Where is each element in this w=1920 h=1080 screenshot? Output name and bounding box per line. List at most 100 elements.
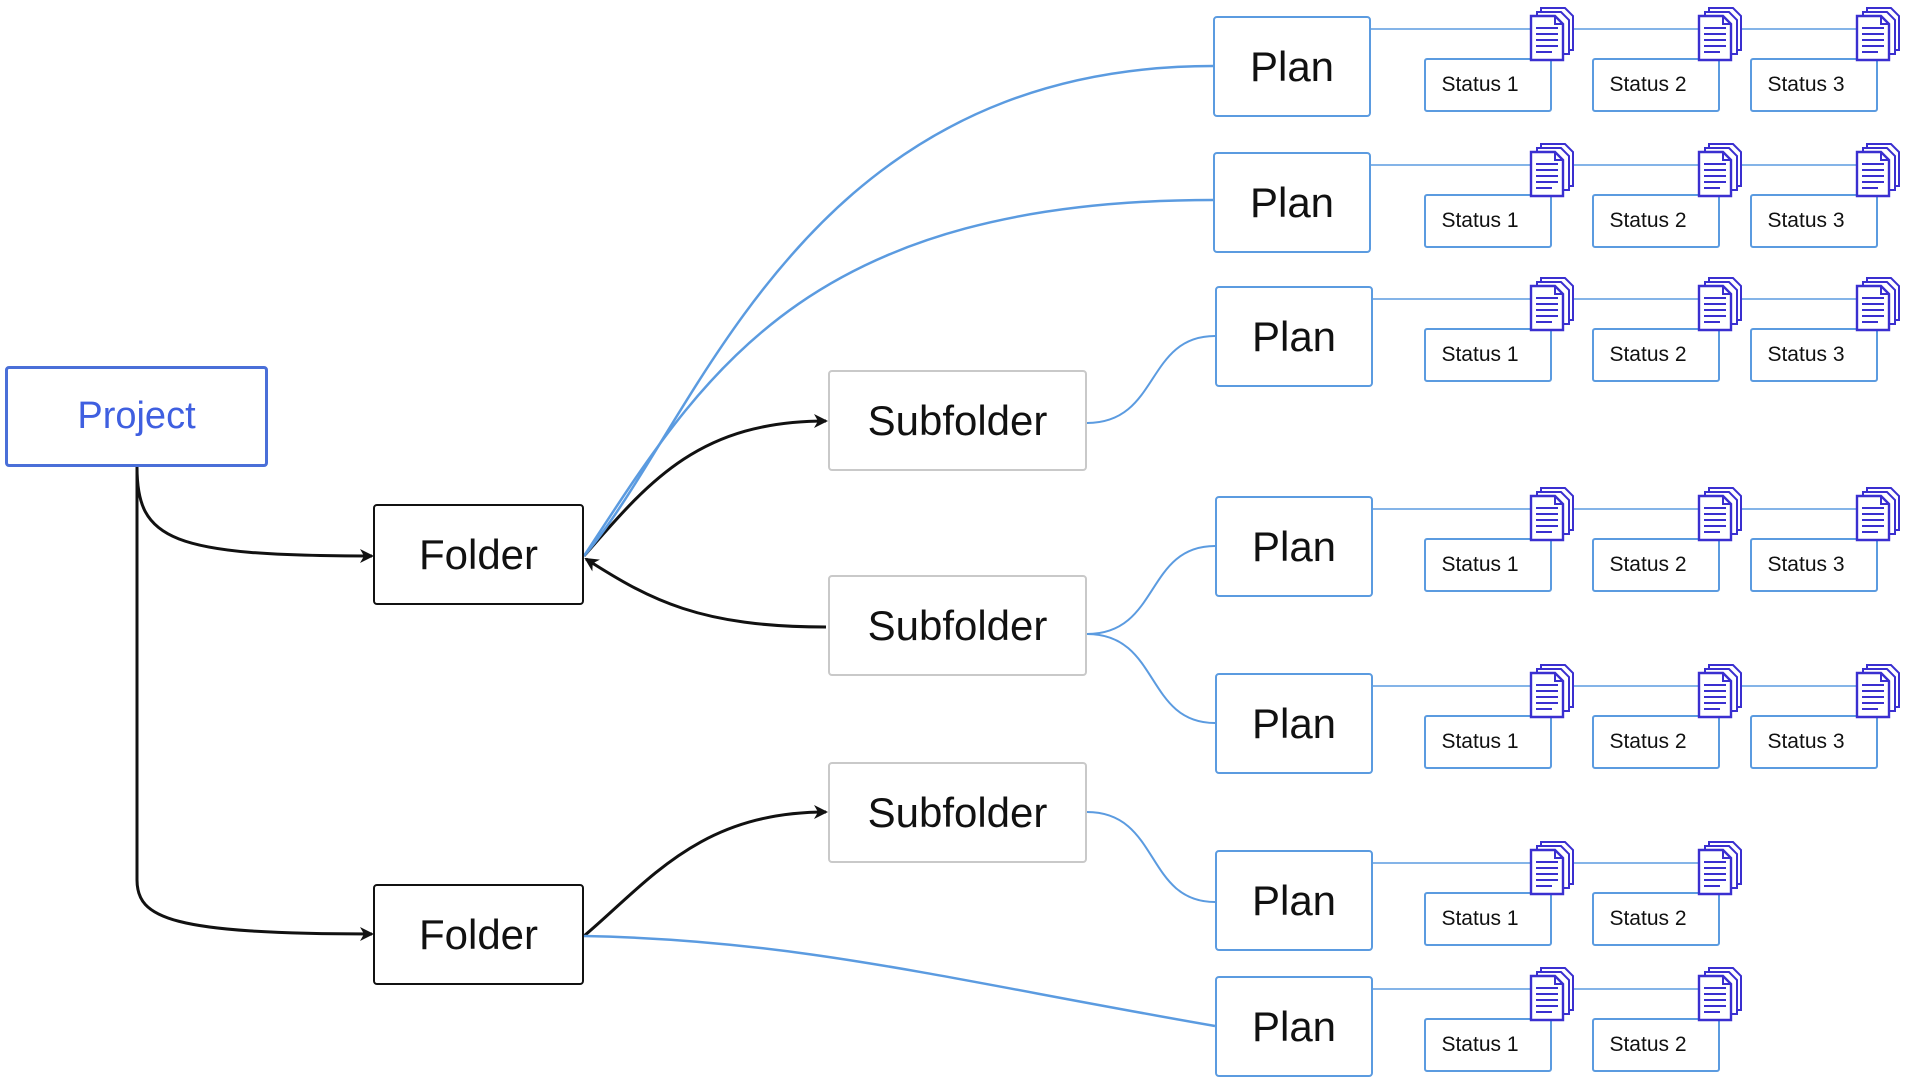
subfolder-node-1[interactable]: Subfolder xyxy=(828,370,1087,471)
status-box[interactable]: Status 2 xyxy=(1592,328,1720,382)
plan-node-1[interactable]: Plan xyxy=(1213,16,1371,117)
status-box[interactable]: Status 3 xyxy=(1750,538,1878,592)
document-stack-icon xyxy=(1529,277,1574,332)
document-stack-icon xyxy=(1697,487,1742,542)
plan-node-2[interactable]: Plan xyxy=(1213,152,1371,253)
document-stack-icon xyxy=(1855,7,1900,62)
plan-label: Plan xyxy=(1251,312,1337,360)
folder-node-1[interactable]: Folder xyxy=(373,504,584,605)
folder-to-plan-2-connector xyxy=(582,198,1214,557)
folder-node-2[interactable]: Folder xyxy=(373,884,584,985)
plan-label: Plan xyxy=(1249,178,1335,226)
status-label: Status 2 xyxy=(1609,1033,1687,1056)
plan-label: Plan xyxy=(1249,42,1335,90)
document-stack-icon xyxy=(1697,277,1742,332)
plan-label: Plan xyxy=(1251,1002,1337,1050)
status-label: Status 3 xyxy=(1767,209,1845,232)
subfolder-2-to-folder-arrow xyxy=(584,557,827,629)
subfolder-3-to-plan-6-connector xyxy=(1086,811,1216,903)
plan-node-3[interactable]: Plan xyxy=(1215,286,1373,387)
plan-label: Plan xyxy=(1251,522,1337,570)
subfolder-label: Subfolder xyxy=(867,601,1048,649)
plan-label: Plan xyxy=(1251,876,1337,924)
status-box[interactable]: Status 1 xyxy=(1424,328,1552,382)
plan-node-6[interactable]: Plan xyxy=(1215,850,1373,951)
document-stack-icon xyxy=(1697,664,1742,719)
subfolder-label: Subfolder xyxy=(867,788,1048,836)
plan-label: Plan xyxy=(1251,699,1337,747)
status-box[interactable]: Status 2 xyxy=(1592,1018,1720,1072)
folder-label: Folder xyxy=(418,530,539,578)
document-stack-icon xyxy=(1529,487,1574,542)
status-label: Status 1 xyxy=(1441,73,1519,96)
plan-status-connector xyxy=(1373,508,1865,520)
project-node[interactable]: Project xyxy=(5,366,268,467)
status-label: Status 2 xyxy=(1609,73,1687,96)
status-box[interactable]: Status 2 xyxy=(1592,715,1720,769)
folder-to-plan-1-connector xyxy=(583,64,1214,557)
status-label: Status 1 xyxy=(1441,730,1519,753)
plan-status-connector xyxy=(1371,164,1865,176)
folder-to-subfolder-3-arrow xyxy=(583,805,828,938)
document-stack-icon xyxy=(1529,143,1574,198)
document-stack-icon xyxy=(1855,487,1900,542)
status-box[interactable]: Status 2 xyxy=(1592,194,1720,248)
plan-status-connector xyxy=(1373,685,1865,697)
document-stack-icon xyxy=(1529,967,1574,1022)
status-box[interactable]: Status 1 xyxy=(1424,1018,1552,1072)
status-label: Status 2 xyxy=(1609,209,1687,232)
plan-node-7[interactable]: Plan xyxy=(1215,976,1373,1077)
document-stack-icon xyxy=(1529,7,1574,62)
status-box[interactable]: Status 1 xyxy=(1424,715,1552,769)
status-box[interactable]: Status 3 xyxy=(1750,328,1878,382)
plan-status-connector xyxy=(1371,28,1865,40)
plan-node-5[interactable]: Plan xyxy=(1215,673,1373,774)
document-stack-icon xyxy=(1855,277,1900,332)
document-stack-icon xyxy=(1697,143,1742,198)
subfolder-2-to-plan-5-connector xyxy=(1086,633,1216,724)
status-box[interactable]: Status 1 xyxy=(1424,194,1552,248)
status-label: Status 2 xyxy=(1609,730,1687,753)
folder-to-subfolder-1-arrow xyxy=(582,414,828,557)
subfolder-node-2[interactable]: Subfolder xyxy=(828,575,1087,676)
status-box[interactable]: Status 3 xyxy=(1750,194,1878,248)
status-label: Status 2 xyxy=(1609,553,1687,576)
status-label: Status 2 xyxy=(1609,907,1687,930)
status-label: Status 2 xyxy=(1609,343,1687,366)
subfolder-node-3[interactable]: Subfolder xyxy=(828,762,1087,863)
status-box[interactable]: Status 3 xyxy=(1750,715,1878,769)
status-box[interactable]: Status 1 xyxy=(1424,538,1552,592)
status-label: Status 1 xyxy=(1441,907,1519,930)
status-label: Status 3 xyxy=(1767,73,1845,96)
plan-node-4[interactable]: Plan xyxy=(1215,496,1373,597)
project-label: Project xyxy=(77,395,196,437)
status-box[interactable]: Status 1 xyxy=(1424,892,1552,946)
document-stack-icon xyxy=(1697,7,1742,62)
document-stack-icon xyxy=(1697,967,1742,1022)
status-label: Status 3 xyxy=(1767,343,1845,366)
subfolder-2-to-plan-4-connector xyxy=(1086,545,1216,635)
status-box[interactable]: Status 3 xyxy=(1750,58,1878,112)
subfolder-1-to-plan-3-connector xyxy=(1086,335,1216,424)
folder-label: Folder xyxy=(418,910,539,958)
status-label: Status 1 xyxy=(1441,343,1519,366)
document-stack-icon xyxy=(1529,841,1574,896)
folder-to-plan-7-connector xyxy=(583,934,1216,1028)
status-label: Status 1 xyxy=(1441,1033,1519,1056)
status-box[interactable]: Status 1 xyxy=(1424,58,1552,112)
status-box[interactable]: Status 2 xyxy=(1592,538,1720,592)
status-label: Status 1 xyxy=(1441,209,1519,232)
document-stack-icon xyxy=(1529,664,1574,719)
status-box[interactable]: Status 2 xyxy=(1592,892,1720,946)
document-stack-icon xyxy=(1855,143,1900,198)
document-stack-icon xyxy=(1855,664,1900,719)
plan-status-connector xyxy=(1373,298,1865,310)
status-label: Status 1 xyxy=(1441,553,1519,576)
status-label: Status 3 xyxy=(1767,553,1845,576)
document-stack-icon xyxy=(1697,841,1742,896)
status-box[interactable]: Status 2 xyxy=(1592,58,1720,112)
subfolder-label: Subfolder xyxy=(867,396,1048,444)
project-to-folder-1-arrow xyxy=(135,466,374,563)
status-label: Status 3 xyxy=(1767,730,1845,753)
